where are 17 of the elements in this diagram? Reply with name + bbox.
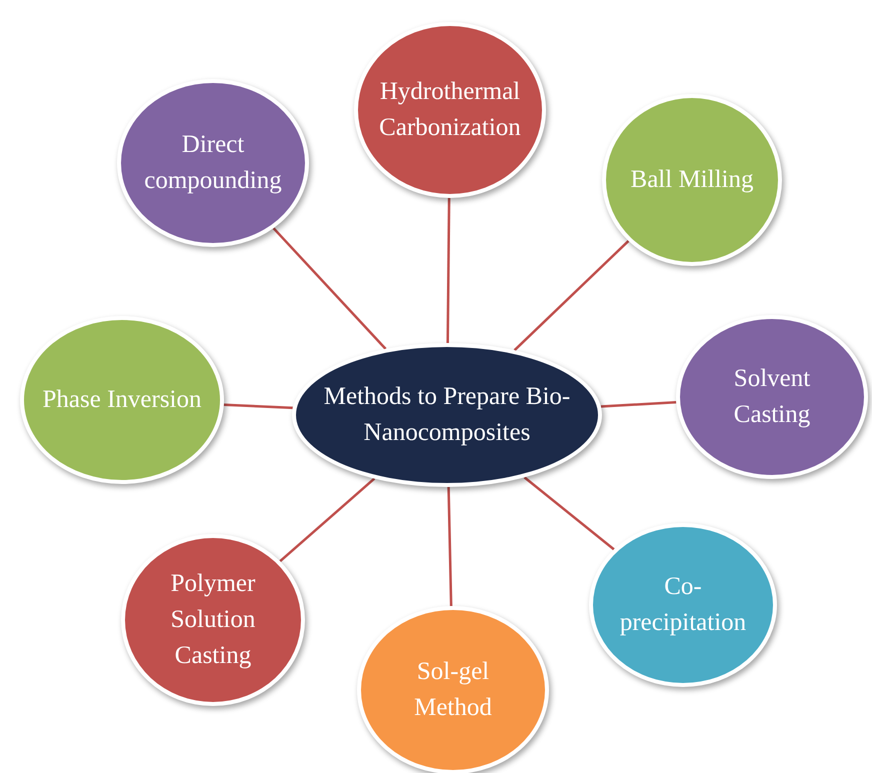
- node-label: Polymer Solution Casting: [170, 568, 256, 672]
- connector-line: [446, 198, 450, 344]
- node-label: Methods to Prepare Bio-Nanocomposites: [322, 382, 572, 448]
- node-label: Co-precipitation: [618, 572, 748, 638]
- connector-line: [272, 227, 387, 350]
- node-label: Direct compounding: [143, 130, 283, 196]
- node-label: Phase Inversion: [42, 384, 202, 415]
- connector-line: [279, 478, 376, 562]
- connector-line: [514, 240, 630, 352]
- connector-line: [447, 486, 452, 606]
- connector-line: [224, 403, 293, 410]
- connector-line: [600, 401, 676, 408]
- node-label: Solvent Casting: [732, 364, 812, 430]
- connector-line: [524, 476, 615, 550]
- node-label: Sol-gel Method: [413, 656, 493, 723]
- node-label: Ball Milling: [630, 164, 754, 195]
- node-label: Hydrothermal Carbonization: [378, 76, 522, 143]
